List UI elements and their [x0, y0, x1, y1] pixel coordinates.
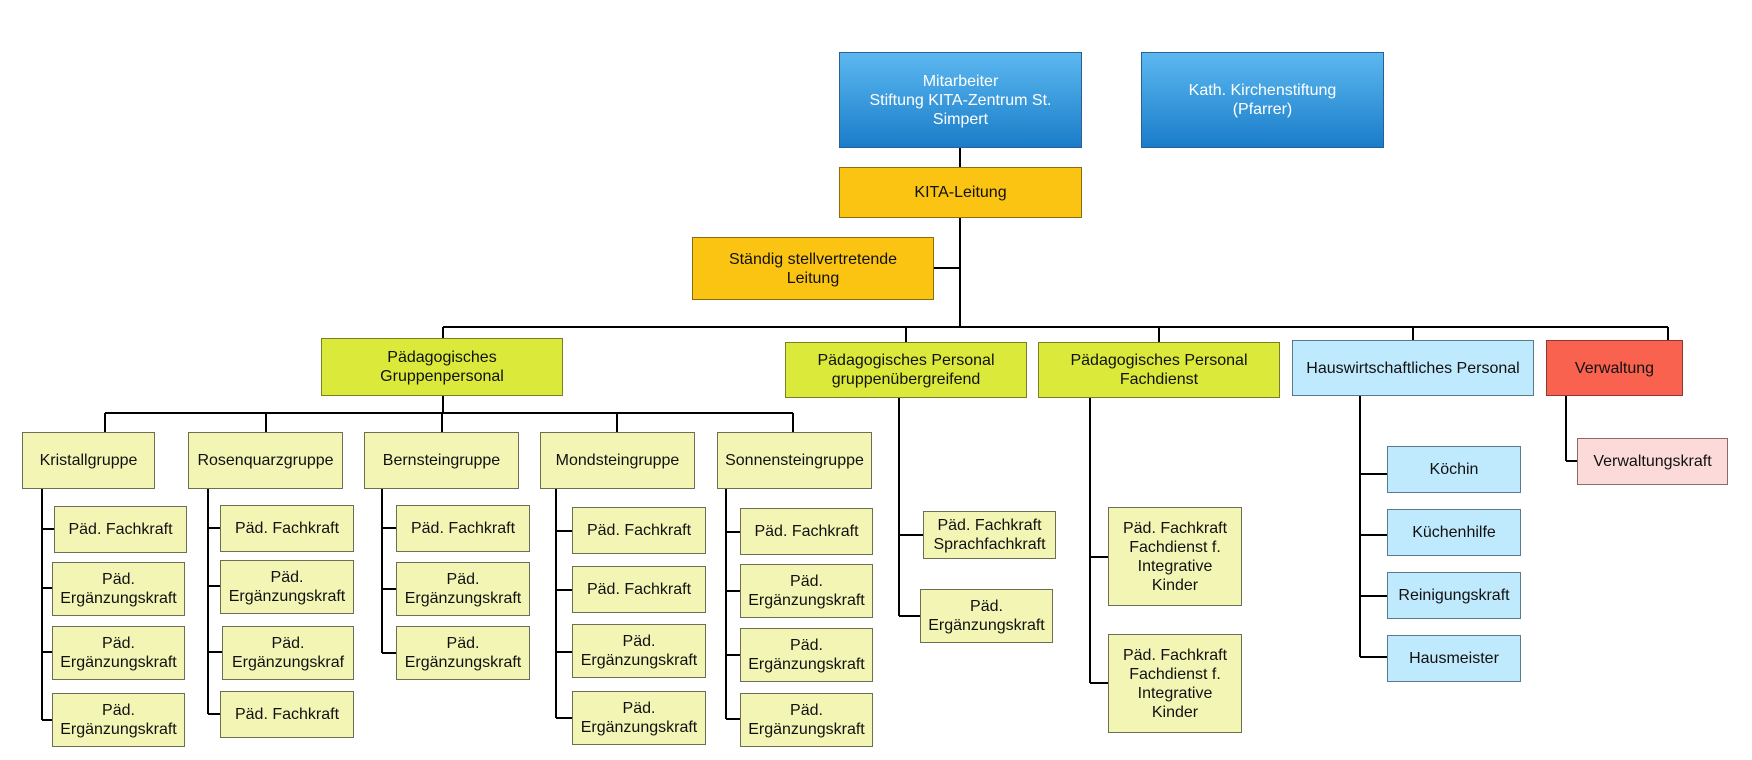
staff-rosenquarz-2: Päd. Ergänzungskraft	[220, 560, 354, 614]
staff-rosenquarz-1: Päd. Fachkraft	[220, 505, 354, 552]
node-rosenquarzgruppe: Rosenquarzgruppe	[188, 432, 343, 489]
staff-kuechenhilfe: Küchenhilfe	[1387, 509, 1521, 556]
staff-bernstein-1: Päd. Fachkraft	[396, 505, 530, 552]
node-stellvertretende-leitung: Ständig stellvertretende Leitung	[692, 237, 934, 300]
node-bernsteingruppe: Bernsteingruppe	[364, 432, 519, 489]
staff-rosenquarz-4: Päd. Fachkraft	[220, 691, 354, 738]
staff-mondstein-2: Päd. Fachkraft	[572, 566, 706, 613]
staff-reinigungskraft: Reinigungskraft	[1387, 572, 1521, 619]
staff-sonnenstein-1: Päd. Fachkraft	[740, 508, 873, 555]
staff-mondstein-1: Päd. Fachkraft	[572, 507, 706, 554]
staff-sonnenstein-4: Päd. Ergänzungskraft	[740, 693, 873, 747]
staff-fachdienst-2: Päd. Fachkraft Fachdienst f. Integrative…	[1108, 634, 1242, 733]
staff-kristall-3: Päd. Ergänzungskraft	[52, 626, 185, 680]
node-paed-gruppenuebergreifend: Pädagogisches Personal gruppenübergreife…	[785, 342, 1027, 398]
staff-sprachfachkraft: Päd. Fachkraft Sprachfachkraft	[923, 511, 1056, 559]
node-hauswirtschaftliches-personal: Hauswirtschaftliches Personal	[1292, 340, 1534, 396]
node-verwaltung: Verwaltung	[1546, 340, 1683, 396]
node-paed-fachdienst: Pädagogisches Personal Fachdienst	[1038, 342, 1280, 398]
staff-sonnenstein-3: Päd. Ergänzungskraft	[740, 628, 873, 682]
staff-uebergreifend-ergaenzungskraft: Päd. Ergänzungskraft	[920, 589, 1053, 643]
staff-bernstein-3: Päd. Ergänzungskraft	[396, 626, 530, 680]
staff-mondstein-4: Päd. Ergänzungskraft	[572, 691, 706, 745]
staff-mondstein-3: Päd. Ergänzungskraft	[572, 624, 706, 678]
node-mondsteingruppe: Mondsteingruppe	[540, 432, 695, 489]
staff-sonnenstein-2: Päd. Ergänzungskraft	[740, 564, 873, 618]
node-mitarbeiter-stiftung: Mitarbeiter Stiftung KITA-Zentrum St. Si…	[839, 52, 1082, 148]
staff-kristall-4: Päd. Ergänzungskraft	[52, 693, 185, 747]
staff-bernstein-2: Päd. Ergänzungskraft	[396, 562, 530, 616]
node-kita-leitung: KITA-Leitung	[839, 167, 1082, 218]
staff-koechin: Köchin	[1387, 446, 1521, 493]
staff-fachdienst-1: Päd. Fachkraft Fachdienst f. Integrative…	[1108, 507, 1242, 606]
staff-hausmeister: Hausmeister	[1387, 635, 1521, 682]
staff-rosenquarz-3: Päd. Ergänzungskraf	[222, 626, 354, 680]
node-kath-kirchenstiftung: Kath. Kirchenstiftung (Pfarrer)	[1141, 52, 1384, 148]
staff-verwaltungskraft: Verwaltungskraft	[1577, 438, 1728, 485]
staff-kristall-1: Päd. Fachkraft	[54, 506, 187, 553]
node-sonnensteingruppe: Sonnensteingruppe	[717, 432, 872, 489]
node-paed-gruppenpersonal: Pädagogisches Gruppenpersonal	[321, 338, 563, 396]
staff-kristall-2: Päd. Ergänzungskraft	[52, 562, 185, 616]
node-kristallgruppe: Kristallgruppe	[22, 432, 155, 489]
